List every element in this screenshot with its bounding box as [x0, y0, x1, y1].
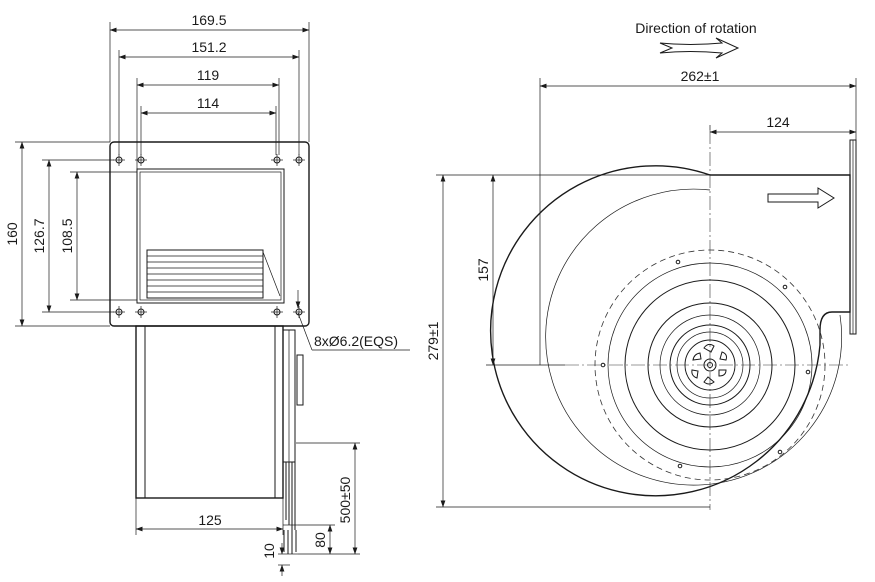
dim-axis-to-outlet: 124 — [766, 114, 790, 130]
dim-height-holes: 126.7 — [31, 218, 47, 253]
dim-width-holes-outer: 151.2 — [191, 39, 226, 55]
front-view — [15, 22, 410, 576]
side-view — [436, 78, 857, 510]
dim-width-outer: 169.5 — [191, 12, 226, 28]
airflow-arrow-icon — [767, 187, 835, 209]
dim-depth: 125 — [198, 512, 222, 528]
dim-cable-length: 500±50 — [337, 476, 353, 523]
dim-axis-height: 157 — [475, 258, 491, 282]
dim-housing-width: 262±1 — [681, 68, 720, 84]
inlet-frame — [136, 168, 285, 304]
dim-hole-spec: 8xØ6.2(EQS) — [314, 333, 398, 349]
scroll-housing — [489, 165, 851, 497]
dim-cable-end: 10 — [261, 543, 277, 559]
dim-width-holes-inner: 119 — [197, 67, 220, 83]
dim-height-outer: 160 — [4, 222, 20, 246]
housing-body — [135, 325, 304, 499]
cable-bundle — [282, 462, 298, 555]
dim-width-inlet: 114 — [197, 95, 220, 111]
dim-height-inlet: 108.5 — [59, 218, 75, 253]
mounting-holes — [113, 154, 305, 318]
dim-cable-strip: 80 — [312, 532, 328, 548]
impeller-blades — [146, 249, 281, 299]
dim-housing-height: 279±1 — [425, 321, 441, 360]
rotation-label: Direction of rotation — [635, 20, 756, 36]
rotation-arrow-icon — [659, 37, 740, 59]
